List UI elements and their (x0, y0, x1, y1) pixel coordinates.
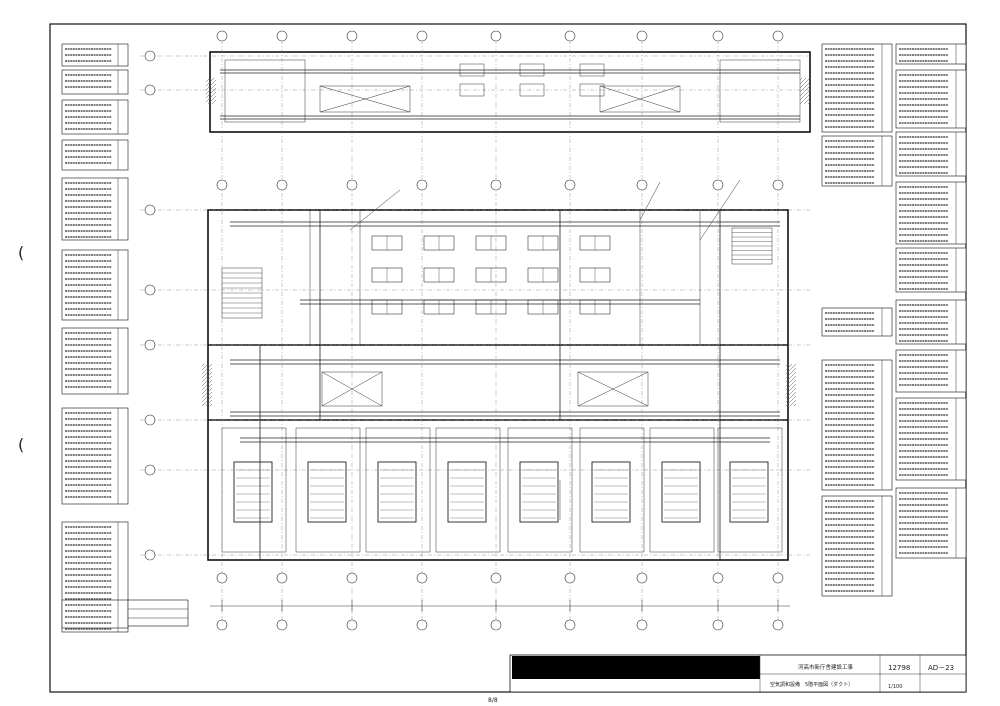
drawing-number: AD－23 (928, 664, 954, 672)
equipment-note-box (895, 299, 967, 345)
drawing-title: 空気調和設備 5階平面図（ダクト） (770, 681, 853, 688)
project-name: 河高市新庁舎建設工事 (798, 663, 854, 671)
dimension-line (210, 600, 790, 612)
right-equipment-notes (821, 43, 967, 597)
title-block: 河高市新庁舎建設工事 空気調和設備 5階平面図（ダクト） 12798 AD－23… (509, 654, 967, 693)
equipment-note-box (895, 349, 967, 393)
column-grid (140, 30, 810, 631)
left-equipment-notes (61, 43, 129, 633)
equipment-note-box (895, 247, 967, 293)
binding-mark-lower: ( (18, 435, 24, 454)
equipment-note-box (895, 131, 967, 177)
equipment-note-box (61, 69, 129, 95)
bottom-center-note (127, 599, 189, 627)
main-floor-plan (202, 63, 796, 561)
equipment-note-box (821, 135, 893, 187)
equipment-note-box (821, 307, 893, 337)
upper-floor-plan (206, 51, 811, 133)
page-label: 8/8 (488, 697, 498, 704)
equipment-note-box (61, 407, 129, 505)
equipment-note-box (821, 495, 893, 597)
job-number: 12798 (888, 664, 910, 672)
binding-mark-upper: ( (18, 243, 24, 262)
equipment-note-box (821, 43, 893, 133)
redacted-area (512, 656, 760, 679)
scale-label: 1/100 (888, 684, 902, 690)
